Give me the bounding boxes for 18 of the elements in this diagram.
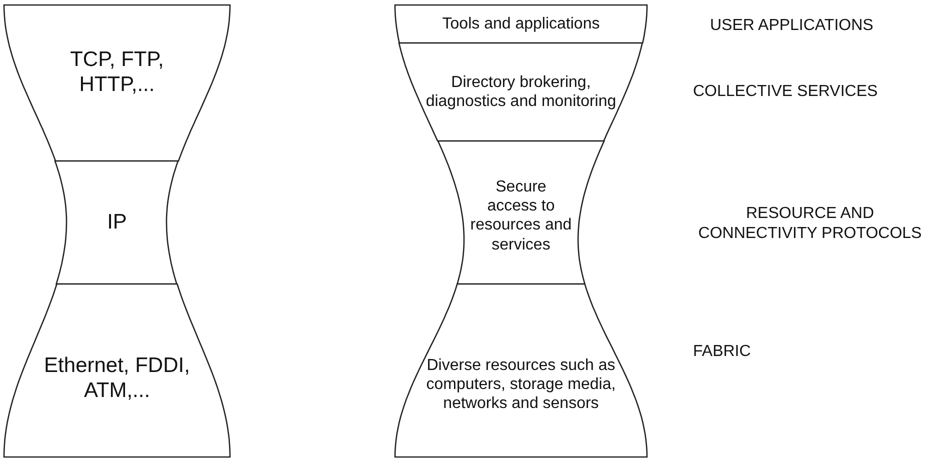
layer-text: IP [106,209,128,235]
layer-band [54,161,180,284]
layer-text: Secure access to resources and services [469,178,573,254]
layer-band [3,284,231,457]
layer-label: RESOURCE AND CONNECTIVITY PROTOCOLS [697,204,923,244]
layer-text: Diverse resources such as computers, storage media, networks and sensors [425,356,617,414]
layer-band [436,141,606,284]
layer-band [398,43,644,141]
layer-band [394,5,648,43]
layer-label: COLLECTIVE SERVICES [693,82,879,102]
layer-band [3,5,231,161]
layer-label: USER APPLICATIONS [710,16,874,36]
layer-text: TCP, FTP, HTTP,... [69,46,165,98]
layer-band [394,284,648,457]
layer-text: Ethernet, FDDI, ATM,... [43,352,191,404]
layer-label: FABRIC [693,342,752,362]
layer-text: Directory brokering, diagnostics and monitoring [424,72,618,112]
layer-text: Tools and applications [441,14,601,34]
